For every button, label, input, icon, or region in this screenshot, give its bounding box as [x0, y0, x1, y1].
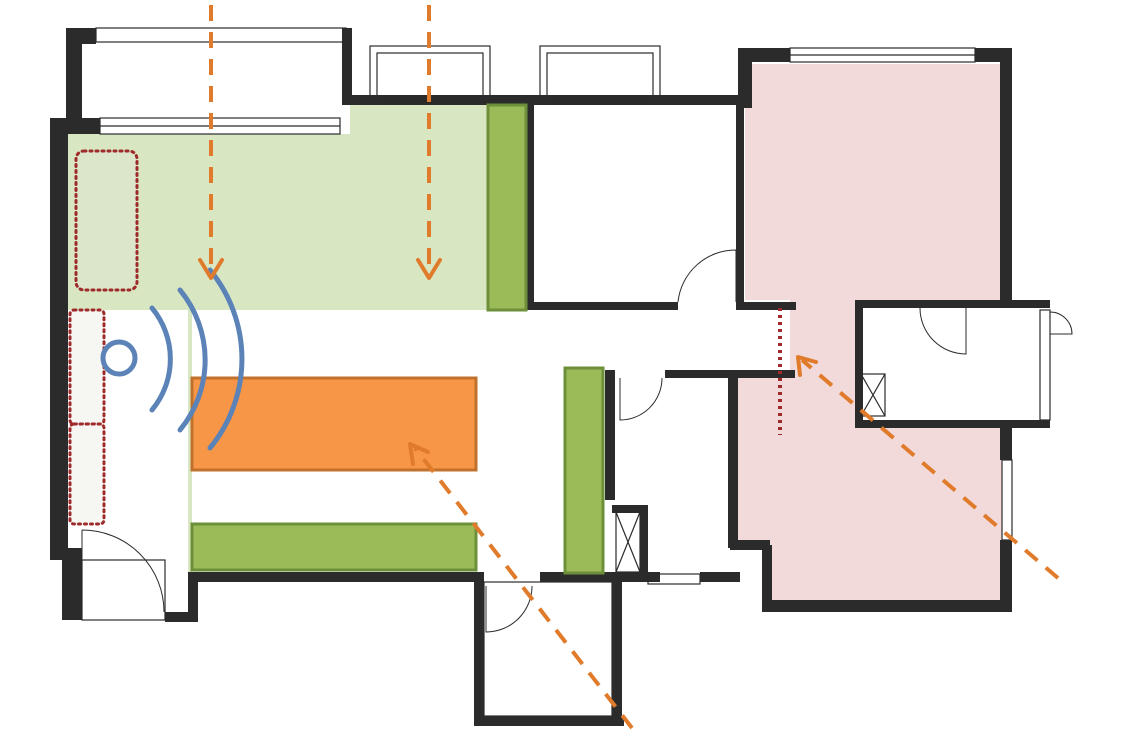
dotted-boundary-icon	[74, 149, 139, 292]
green-block-bottom	[190, 522, 478, 572]
arrow-down-icon	[198, 5, 224, 280]
walls	[50, 28, 1050, 726]
green-block-top	[486, 103, 528, 312]
dotted-boundary-upper	[68, 308, 106, 426]
zone-green-strip	[188, 310, 192, 572]
shafts	[615, 373, 886, 573]
arrow-down-icon-2	[416, 5, 442, 280]
zone-fills	[67, 64, 1002, 600]
orange-block	[190, 376, 478, 472]
shaft-2	[860, 373, 886, 417]
wifi-signal-icon	[100, 267, 245, 451]
arrows	[198, 5, 1060, 730]
arrow-diagonal-icon-2	[796, 355, 1060, 580]
dotted-zones	[68, 149, 782, 526]
zone-green-living	[67, 105, 490, 310]
arrow-diagonal-icon	[408, 442, 634, 730]
zone-pink-master	[738, 64, 1002, 600]
green-block-mid	[563, 366, 605, 575]
dotted-boundary-lower	[68, 422, 106, 526]
shaft-1	[615, 511, 641, 573]
